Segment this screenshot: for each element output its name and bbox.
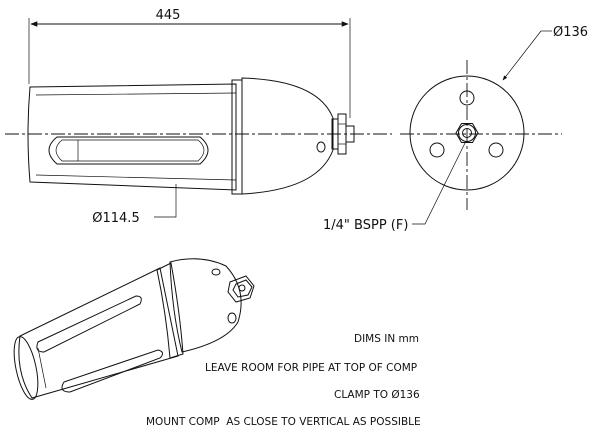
iso-fitting-nut [227,275,255,303]
flange-diameter-leader [502,30,542,81]
port-thread-text: 1/4" BSPP (F) [323,218,408,233]
end-bolt-hole-left [429,142,445,158]
body-edge-line-lower [35,174,237,181]
iso-dome-hole-top [211,268,221,276]
dome-cap [241,77,334,195]
end-fitting-port [462,128,472,138]
flange-diameter-text: Ø136 [553,25,588,40]
iso-dome [169,258,242,353]
iso-slot-edge [37,347,47,389]
length-dimension-text: 445 [156,8,181,23]
note-leave-room: LEAVE ROOM FOR PIPE AT TOP OF COMP [205,362,417,374]
iso-fitting-top [232,279,253,298]
iso-fitting-port [238,284,246,292]
iso-body [18,267,179,399]
port-thread-leader [412,140,467,225]
flange-ring [231,79,243,195]
body-slot-inner [55,139,205,162]
fitting-thread [345,125,355,143]
isometric-view [13,258,255,400]
body-edge-line [35,92,237,96]
iso-body-end [13,336,39,400]
note-mount: MOUNT COMP AS CLOSE TO VERTICAL AS POSSI… [146,416,421,428]
body-cylinder [27,83,237,191]
note-clamp: CLAMP TO Ø136 [334,389,420,401]
body-diameter-leader [154,184,177,218]
end-fitting-hex [455,123,479,143]
end-bolt-hole-right [488,142,504,158]
iso-slot-lower [61,349,164,393]
end-flange-circle [409,75,525,191]
iso-slot-upper [36,295,142,353]
notes-block: DIMS IN mm LEAVE ROOM FOR PIPE AT TOP OF… [146,333,421,428]
note-dims-unit: DIMS IN mm [354,333,419,345]
dome-side-hole [316,141,326,153]
end-view: Ø136 1/4" BSPP (F) [323,25,588,233]
body-diameter-text: Ø114.5 [92,211,139,226]
side-view: 445 Ø114.5 [5,8,392,226]
body-slot [48,136,209,165]
iso-dome-hole-side [227,312,237,324]
end-bolt-hole-top [459,90,475,106]
end-fitting-ring [458,124,476,142]
iso-flange-band [156,262,184,359]
